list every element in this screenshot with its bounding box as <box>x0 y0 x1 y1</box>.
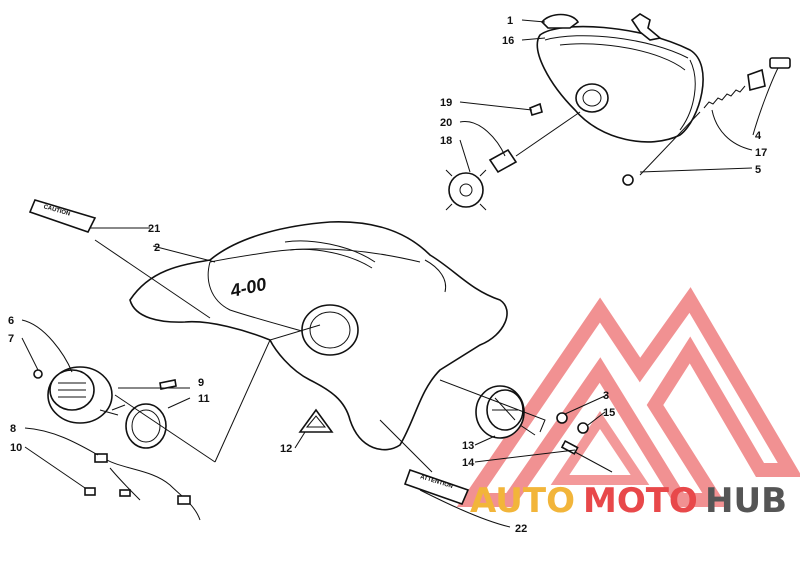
callout-21: 21 <box>148 223 160 235</box>
mount-bracket <box>630 13 662 41</box>
attention-decal: ATTENTION <box>403 468 470 506</box>
screw-9 <box>159 379 177 390</box>
watermark-triangle-shape <box>456 287 800 507</box>
watermark-inner-triangle <box>550 410 650 485</box>
callout-9: 9 <box>198 377 204 389</box>
screw-19 <box>529 102 543 116</box>
callout-15: 15 <box>603 407 615 419</box>
callout-14: 14 <box>462 457 475 469</box>
bulb-socket-small <box>747 57 791 92</box>
connector-10 <box>84 487 96 496</box>
caution-decal: CAUTION <box>28 199 97 233</box>
callout-17: 17 <box>755 147 767 159</box>
watermark-text: AUTO MOTO HUB <box>470 481 787 521</box>
nut-15 <box>577 422 589 434</box>
callout-7: 7 <box>8 333 14 345</box>
bezel-ring-11 <box>125 403 167 449</box>
wire-harness-8 <box>94 453 201 521</box>
callout-3: 3 <box>603 390 609 402</box>
watermark-moto: MOTO <box>583 481 698 521</box>
callout-5: 5 <box>755 164 761 176</box>
watermark-auto: AUTO <box>470 481 575 521</box>
callout-13: 13 <box>462 440 474 452</box>
leader-lines <box>21 19 779 528</box>
callout-6: 6 <box>8 315 14 327</box>
callout-1: 1 <box>507 15 513 27</box>
lock-ring-18 <box>445 169 487 211</box>
callout-8: 8 <box>10 423 16 435</box>
nut-7 <box>33 369 43 379</box>
callout-labels: 1 16 19 20 18 4 17 5 21 2 6 7 9 11 8 10 … <box>8 15 767 535</box>
watermark-logo <box>456 287 800 507</box>
callout-10: 10 <box>10 442 22 454</box>
callout-16: 16 <box>502 35 514 47</box>
callout-2: 2 <box>154 242 160 254</box>
callout-20: 20 <box>440 117 452 129</box>
hood-panel: 4-00 <box>129 221 508 451</box>
gauge-left <box>47 366 126 424</box>
bulb-socket-20 <box>488 111 581 174</box>
callout-22: 22 <box>515 523 527 535</box>
spring <box>703 85 746 109</box>
callout-18: 18 <box>440 135 452 147</box>
callout-4: 4 <box>755 130 762 142</box>
callout-19: 19 <box>440 97 452 109</box>
triangle-emblem <box>298 408 334 433</box>
gauge-right <box>475 385 536 439</box>
adjuster-clip <box>540 13 580 29</box>
callout-11: 11 <box>198 393 210 405</box>
clip-3 <box>556 412 568 424</box>
watermark-hub: HUB <box>705 481 787 521</box>
callout-12: 12 <box>280 443 292 455</box>
